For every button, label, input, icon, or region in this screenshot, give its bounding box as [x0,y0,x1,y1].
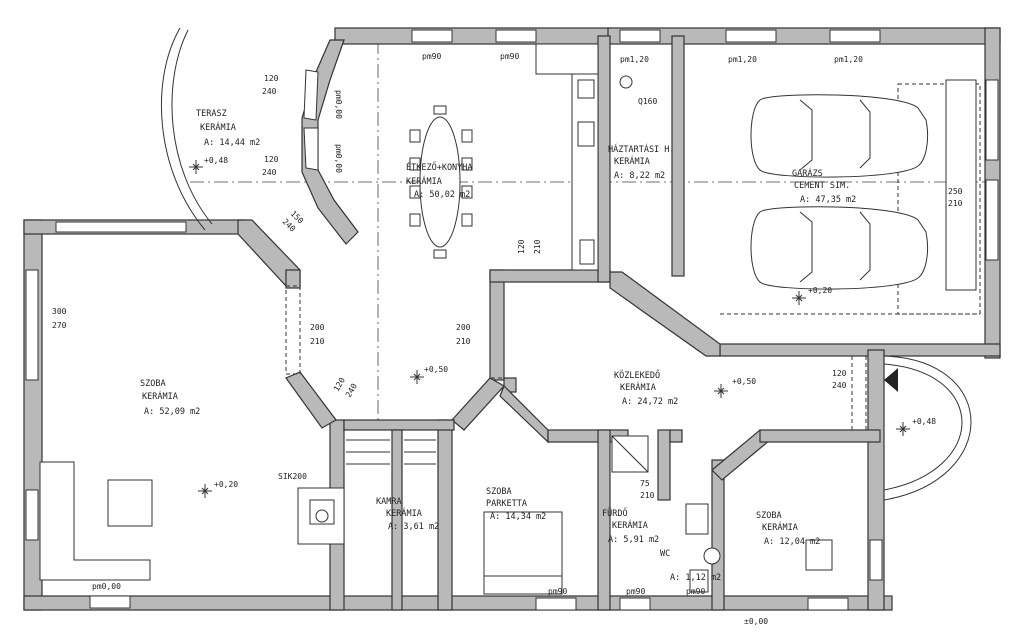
room-name: KAMRA [376,497,402,507]
door-height: 240 [344,382,359,399]
door-height: 240 [832,381,847,390]
door-width: 120 [264,74,279,83]
door-width: 120 [832,369,847,378]
room-floor: PARKETTA [486,499,527,509]
room-floor: KERÁMIA [762,521,798,533]
door-openings [285,83,981,430]
room-area: A: 1,12 m2 [670,573,721,583]
door-width: 120 [517,239,526,254]
room-floor: KERÁMIA [612,519,648,531]
room-floor: KERÁMIA [200,121,236,133]
window-labels: pm90 pm90 pm1,20 pm1,20 pm1,20 pm0,00 pm… [92,52,863,596]
room-area: A: 3,61 m2 [388,522,439,532]
door-width: 200 [310,323,325,332]
room-area: A: 14,44 m2 [204,138,260,148]
door-width: 120 [264,155,279,164]
door-width: 120 [332,376,347,393]
room-floor: CEMENT SIM. [794,181,850,191]
windows [25,29,999,611]
room-floor: KERÁMIA [142,390,178,402]
room-area: A: 5,91 m2 [608,535,659,545]
bedroom-furniture [483,435,833,595]
cars [750,79,977,291]
window-label: pm1,20 [620,55,649,64]
door-width: 75 [640,479,650,488]
level-marker-icon [792,291,806,305]
duct-label: Q160 [638,97,657,106]
level-marker-icon [896,422,910,436]
bed [483,511,563,595]
window-label: pm0,00 [334,90,343,119]
room-name: TERASZ [196,109,227,119]
terrace-arc [161,27,206,231]
level-marker-icon [410,370,424,384]
level-label: +0,48 [204,156,228,165]
window-label: pm90 [548,587,567,596]
car-icon [750,94,929,178]
level-marker-icon [714,384,728,398]
level-label: +0,50 [732,377,756,386]
door-height: 210 [948,199,963,208]
window-label: pm90 [422,52,441,61]
window-label: pm90 [500,52,519,61]
room-name: WC [660,549,670,559]
door-height: 210 [640,491,655,500]
level-label: +0,20 [214,480,238,489]
level-labels: +0,48 +0,50 +0,20 +0,20 +0,50 +0,48 ±0,0… [204,156,936,626]
door-width: 250 [948,187,963,196]
car-icon [750,206,929,290]
entry-arc [883,355,972,501]
room-name: KÖZLEKEDŐ [614,370,660,381]
room-name: SZOBA [140,379,166,389]
entry-arc-inner [883,363,963,491]
door-height: 210 [533,239,542,254]
room-area: A: 50,02 m2 [414,190,470,200]
level-marker-icon [189,160,203,174]
level-markers [189,160,910,498]
room-floor: KERÁMIA [614,155,650,167]
room-area: A: 14,34 m2 [490,512,546,522]
chimney-label: SIK200 [278,472,307,481]
living-furniture [39,461,345,581]
room-area: A: 8,22 m2 [614,171,665,181]
entrance-arrow-icon [884,368,898,392]
door-height: 240 [262,168,277,177]
level-label: +0,20 [808,286,832,295]
door-height: 210 [310,337,325,346]
room-name: SZOBA [756,511,782,521]
door-width: 200 [456,323,471,332]
level-label: ±0,00 [744,617,768,626]
room-floor: KERÁMIA [386,507,422,519]
window-label: pm1,20 [728,55,757,64]
room-floor: KERÁMIA [406,175,442,187]
dining-table [419,116,461,248]
level-marker-icon [198,484,212,498]
level-label: +0,50 [424,365,448,374]
level-label: +0,48 [912,417,936,426]
window-label: pm0,00 [92,582,121,591]
room-name: FÜRDŐ [602,508,628,519]
door-width: 300 [52,307,67,316]
room-name: GARÁZS [792,167,823,179]
door-height: 210 [456,337,471,346]
door-height: 240 [262,87,277,96]
room-labels: TERASZ KERÁMIA A: 14,44 m2 ÉTKEZŐ+KONYHA… [140,109,856,583]
kitchen [409,43,633,271]
stairs [346,439,436,465]
room-name: HÁZTARTÁSI H. [608,143,675,155]
room-area: A: 52,09 m2 [144,407,200,417]
room-area: A: 47,35 m2 [800,195,856,205]
door-height: 270 [52,321,67,330]
room-name: ÉTKEZŐ+KONYHA [406,161,473,173]
room-floor: KERÁMIA [620,381,656,393]
terrace-arc-inner [171,29,213,225]
window-label: pm90 [626,587,645,596]
room-area: A: 24,72 m2 [622,397,678,407]
room-name: SZOBA [486,487,512,497]
window-label: pm0,00 [334,144,343,173]
window-label: pm90 [686,587,705,596]
window-label: pm1,20 [834,55,863,64]
room-area: A: 12,04 m2 [764,537,820,547]
